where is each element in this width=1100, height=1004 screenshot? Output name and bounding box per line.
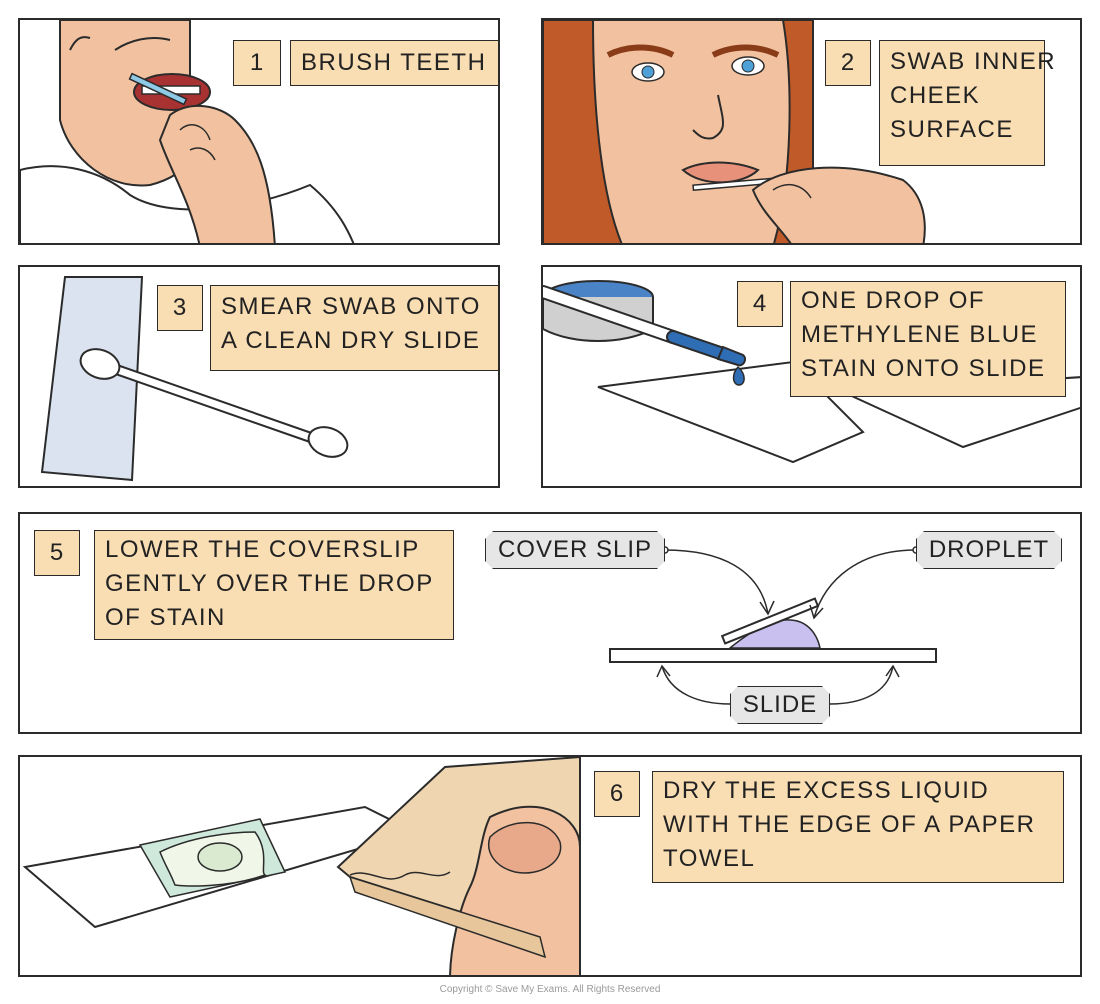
step-label-line: CHEEK (890, 82, 981, 109)
cover-slip-text: COVER SLIP (497, 536, 653, 563)
step-number: 4 (737, 281, 783, 327)
step-label: SMEAR SWAB ONTO A CLEAN DRY SLIDE (210, 285, 498, 371)
step-label-line: WITH THE EDGE OF A PAPER (663, 811, 1036, 838)
slide-tag: SLIDE (730, 686, 830, 724)
step-label-line: SMEAR SWAB ONTO (221, 293, 481, 320)
step-label-line: OF STAIN (105, 604, 226, 631)
step-label-line: STAIN ONTO SLIDE (801, 355, 1046, 382)
step-label-line: LOWER THE COVERSLIP (105, 536, 420, 563)
slide-text: SLIDE (742, 691, 818, 718)
step-number: 6 (594, 771, 640, 817)
step-number: 2 (825, 40, 871, 86)
step-label-line: GENTLY OVER THE DROP (105, 570, 434, 597)
paper-towel-illustration (22, 757, 581, 975)
step-number: 3 (157, 285, 203, 331)
step-label: SWAB INNER CHEEK SURFACE (879, 40, 1057, 166)
step-label: DRY THE EXCESS LIQUID WITH THE EDGE OF A… (652, 771, 1064, 883)
step-5-panel: 5 LOWER THE COVERSLIP GENTLY OVER THE DR… (18, 512, 1082, 734)
step-number-text: 5 (49, 539, 65, 566)
step-label-line: TOWEL (663, 845, 756, 872)
step-number-text: 6 (609, 780, 625, 807)
step-number: 5 (34, 530, 80, 576)
step-3-panel: 3 SMEAR SWAB ONTO A CLEAN DRY SLIDE (18, 265, 500, 488)
step-label-line: SURFACE (890, 116, 1014, 143)
step-label: ONE DROP OF METHYLENE BLUE STAIN ONTO SL… (790, 281, 1066, 397)
step-label-line: SWAB INNER (890, 48, 1057, 75)
step-label-line: METHYLENE BLUE (801, 321, 1039, 348)
step-label-line: A CLEAN DRY SLIDE (221, 327, 481, 354)
step-label: LOWER THE COVERSLIP GENTLY OVER THE DROP… (94, 530, 454, 640)
smear-swab-illustration (40, 276, 349, 482)
step-label-line: ONE DROP OF (801, 287, 986, 314)
step-6-panel: 6 DRY THE EXCESS LIQUID WITH THE EDGE OF… (18, 755, 1082, 977)
step-number: 1 (233, 40, 281, 86)
coverslip-diagram (609, 546, 937, 705)
cover-slip-tag: COVER SLIP (485, 531, 665, 569)
step-number-text: 2 (840, 49, 856, 76)
step-label-line: DRY THE EXCESS LIQUID (663, 777, 990, 804)
step-number-text: 1 (249, 49, 265, 76)
step-4-panel: 4 ONE DROP OF METHYLENE BLUE STAIN ONTO … (541, 265, 1082, 488)
step-number-text: 4 (752, 290, 768, 317)
step-label: BRUSH TEETH (290, 40, 498, 86)
brushing-teeth-illustration (20, 20, 355, 243)
droplet-tag: DROPLET (916, 531, 1062, 569)
step-number-text: 3 (172, 294, 188, 321)
step-2-panel: 2 SWAB INNER CHEEK SURFACE (541, 18, 1082, 245)
copyright-notice: Copyright © Save My Exams. All Rights Re… (439, 984, 661, 995)
step-1-panel: 1 BRUSH TEETH (18, 18, 500, 245)
step-label-line: BRUSH TEETH (301, 49, 487, 76)
droplet-text: DROPLET (928, 536, 1050, 563)
